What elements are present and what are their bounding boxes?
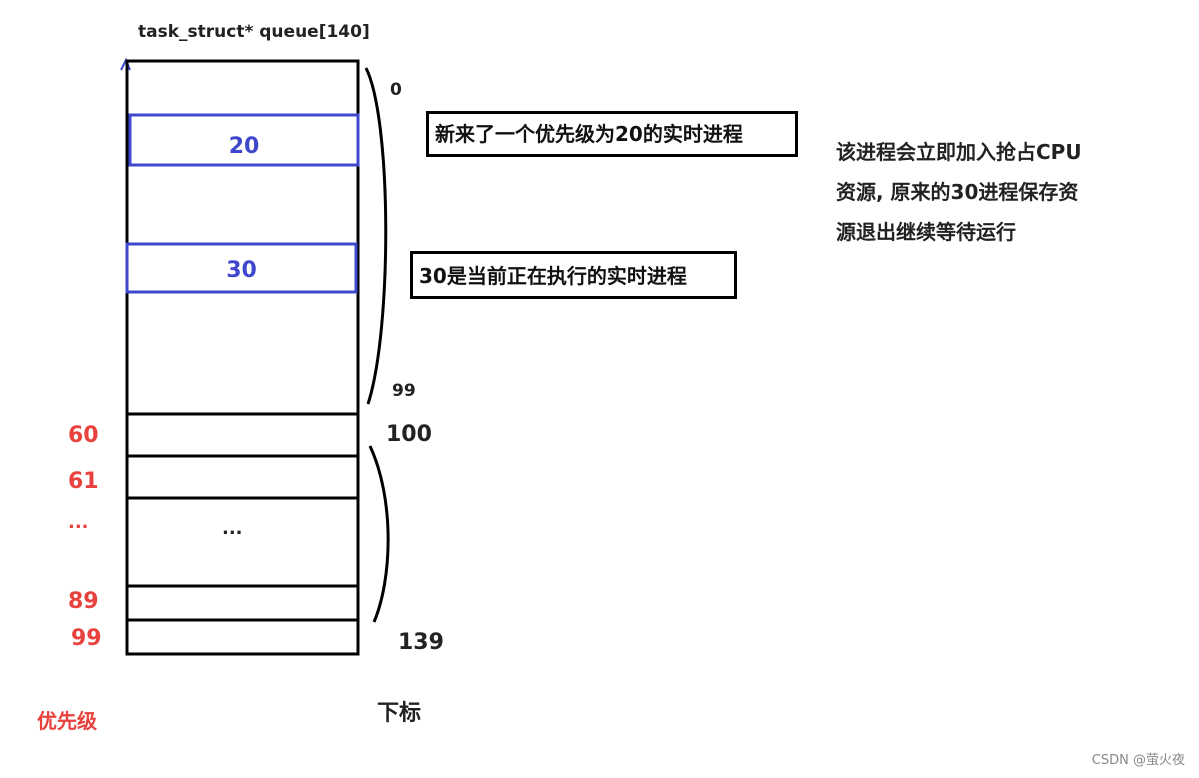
array-declaration-label: task_struct* queue[140]: [138, 22, 370, 42]
priority-61-label: 61: [68, 469, 99, 494]
callout-current-process: 30是当前正在执行的实时进程: [410, 251, 737, 299]
index-100-label: 100: [386, 422, 432, 447]
index-139-label: 139: [398, 630, 444, 655]
brace-realtime: [364, 67, 388, 405]
slot-20-label: 20: [228, 134, 260, 159]
preemption-note: 该进程会立即加入抢占CPU资源, 原来的30进程保存资源退出继续等待运行: [836, 140, 1082, 244]
slot-30-label: 30: [226, 258, 257, 283]
index-axis-label: 下标: [377, 701, 422, 726]
priority-60-label: 60: [68, 423, 99, 448]
queue-array-box: [125, 59, 360, 656]
slot-20-box: [128, 113, 360, 167]
callout-new-process: 新来了一个优先级为20的实时进程: [426, 111, 798, 157]
priority-89-label: 89: [68, 589, 99, 614]
cells-ellipsis: ...: [222, 518, 243, 539]
csdn-watermark: CSDN @萤火夜: [1091, 753, 1185, 768]
index-99-label: 99: [392, 381, 416, 401]
priority-ellipsis: ...: [68, 512, 89, 533]
priority-axis-label: 优先级: [37, 709, 97, 733]
brace-normal: [368, 445, 390, 623]
priority-99-label: 99: [71, 626, 102, 651]
index-0-label: 0: [390, 80, 402, 100]
slot-30-box: [125, 242, 358, 294]
